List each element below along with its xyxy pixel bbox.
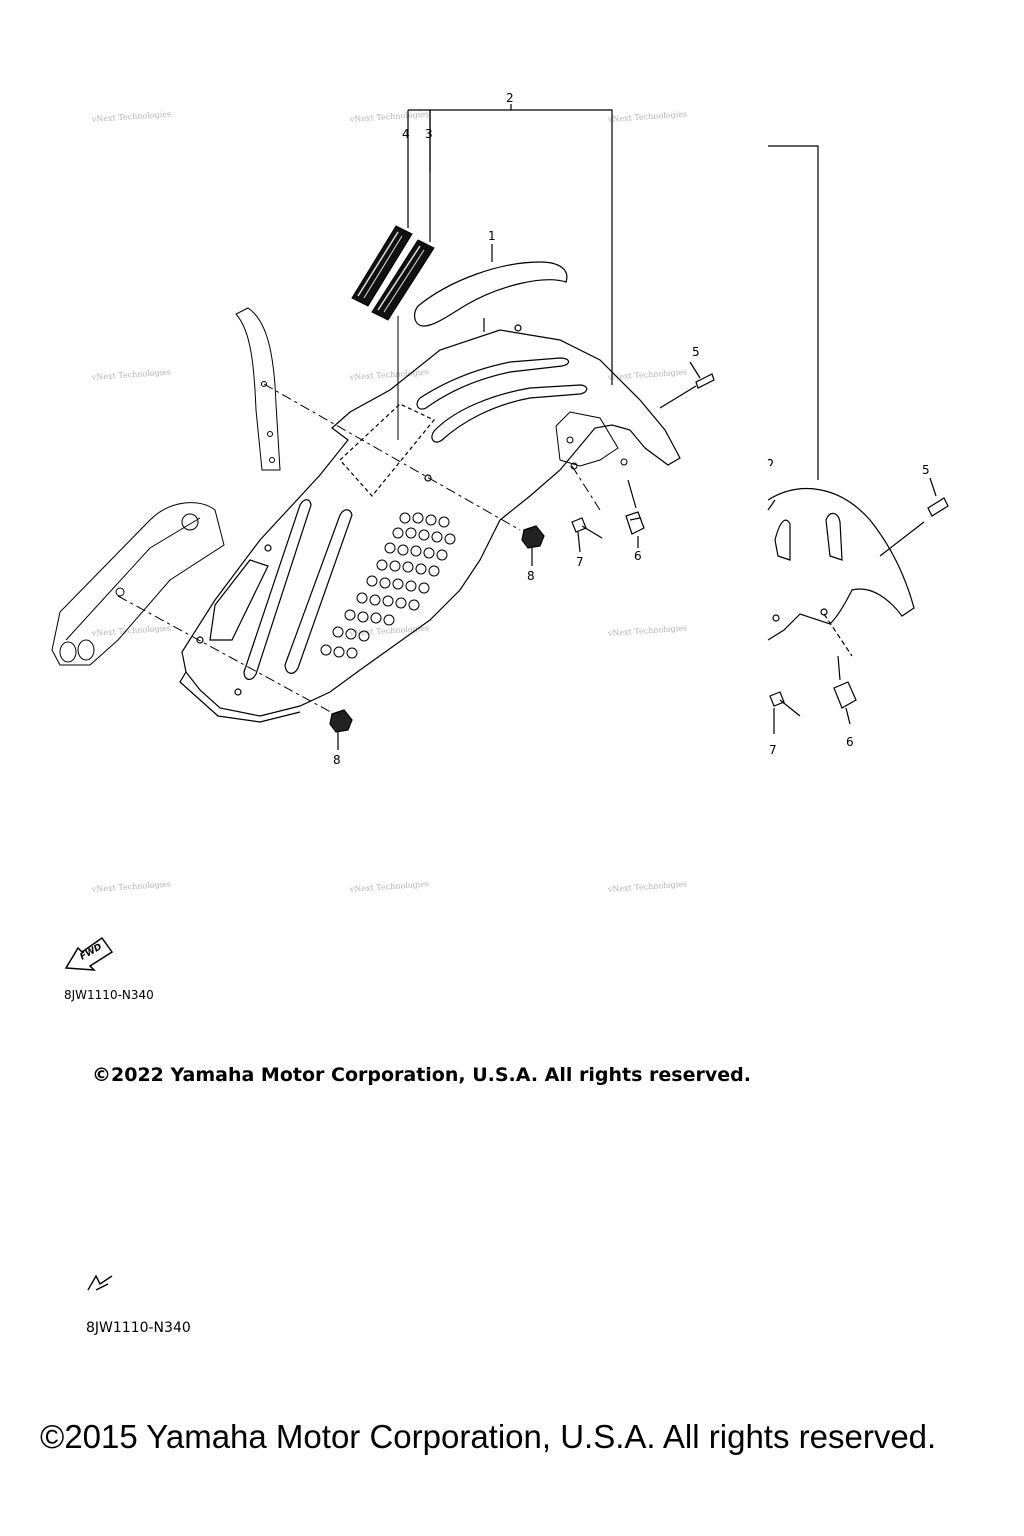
assembly-lines xyxy=(117,383,601,717)
fwd-arrow-partial-icon xyxy=(87,1274,113,1291)
part-7-rivet-inset xyxy=(769,691,801,734)
watermark: vNext Technologies xyxy=(91,109,172,124)
bracket-2 xyxy=(407,104,613,385)
diagram-code-secondary: 8JW1110-N340 xyxy=(86,1320,191,1336)
watermark: vNext Technologies xyxy=(607,109,688,124)
part-8-bolt-lower xyxy=(329,709,353,750)
callout-6: 6 xyxy=(634,549,642,563)
callout-3: 3 xyxy=(425,127,433,141)
copyright-2022: ©2022 Yamaha Motor Corporation, U.S.A. A… xyxy=(92,1064,751,1086)
callout-8-lower: 8 xyxy=(333,753,341,767)
watermarks: vNext Technologies vNext Technologies vN… xyxy=(91,109,688,894)
part-5-screw xyxy=(659,361,715,409)
callout-1: 1 xyxy=(488,229,496,243)
copyright-2015: ©2015 Yamaha Motor Corporation, U.S.A. A… xyxy=(40,1418,937,1455)
callout-7: 7 xyxy=(576,555,584,569)
watermark: vNext Technologies xyxy=(349,623,430,638)
part-7-rivet xyxy=(571,517,603,553)
part-5-screw-inset xyxy=(927,477,949,517)
part-6-clip-inset xyxy=(833,655,857,725)
callout-2: 2 xyxy=(506,91,514,105)
fender-bracket xyxy=(555,411,628,470)
callout-4: 4 xyxy=(402,127,410,141)
fwd-arrow-icon: FWD xyxy=(64,936,114,971)
part-8-bolt-upper xyxy=(521,525,545,566)
part-3-decal xyxy=(371,239,435,321)
part-4-decal xyxy=(351,225,413,307)
part-1-strip xyxy=(414,244,568,332)
watermark: vNext Technologies xyxy=(91,367,172,382)
callout-5: 5 xyxy=(692,345,700,359)
watermark: vNext Technologies xyxy=(349,109,430,124)
rear-fender xyxy=(179,324,681,723)
part-6-clip xyxy=(625,479,645,548)
callout-7-inset: 7 xyxy=(769,743,777,757)
callout-8: 8 xyxy=(527,569,535,583)
watermark: vNext Technologies xyxy=(349,367,430,382)
callout-5-inset: 5 xyxy=(922,463,930,477)
watermark: vNext Technologies xyxy=(607,623,688,638)
watermark: vNext Technologies xyxy=(349,879,430,894)
swingarm xyxy=(51,502,225,666)
diagram-code: 8JW1110-N340 xyxy=(64,988,154,1002)
watermark: vNext Technologies xyxy=(91,879,172,894)
frame-rail xyxy=(235,307,281,471)
fender-vent-holes xyxy=(320,512,456,659)
callout-6-inset: 6 xyxy=(846,735,854,749)
watermark: vNext Technologies xyxy=(607,879,688,894)
watermark: vNext Technologies xyxy=(607,367,688,382)
detail-inset xyxy=(767,145,925,657)
